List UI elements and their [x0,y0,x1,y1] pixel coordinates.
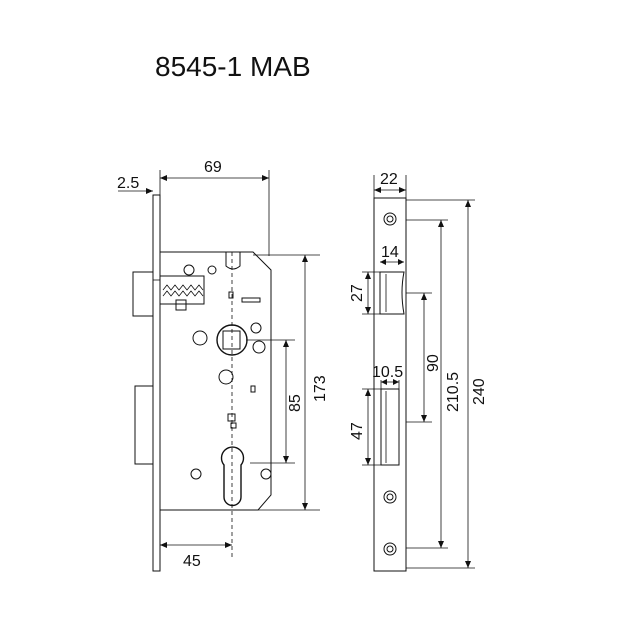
dim-backset-plate: 2.5 [117,175,153,194]
top-notch [225,252,241,270]
dim-center-distance: 85 [246,339,304,464]
faceplate-front-view [373,197,407,572]
spindle-square [222,330,241,350]
svg-text:45: 45 [183,553,201,570]
faceplate-strip [152,194,161,572]
screw-hole-bottom [383,542,397,556]
screw-hole-lower [383,490,397,504]
svg-text:10.5: 10.5 [372,364,403,381]
svg-text:240: 240 [471,378,488,405]
latch-face [379,271,405,315]
svg-text:173: 173 [312,375,329,402]
svg-text:22: 22 [380,171,398,188]
latch-bolt [132,271,154,317]
dim-deadbolt-height: 47 [349,388,381,466]
svg-text:210.5: 210.5 [445,372,462,412]
dim-faceplate-length: 240 [465,200,488,568]
latch-mechanism [159,275,205,305]
svg-text:85: 85 [287,394,304,412]
dim-latch-width: 14 [380,244,404,265]
svg-text:2.5: 2.5 [117,175,139,192]
dim-latch-height: 27 [349,271,380,315]
dead-bolt [134,385,154,465]
svg-text:69: 69 [204,159,222,176]
screw-hole-top [383,212,397,226]
svg-text:47: 47 [349,422,366,440]
deadbolt-face [380,388,400,466]
dim-backset: 45 [160,542,232,570]
svg-text:27: 27 [349,284,366,302]
dim-deadbolt-width: 10.5 [372,364,403,389]
cylinder-hole [220,446,245,507]
svg-text:14: 14 [381,244,399,261]
faceplate-outline [373,197,407,572]
drawing-title: 8545-1 MAB [155,51,311,82]
dim-screw-spacing-inner: 90 [421,293,442,422]
case-outline [159,251,272,511]
dim-case-height: 173 [253,254,329,511]
lock-body-side-view [132,170,272,572]
dim-case-width: 69 [160,159,269,181]
dim-faceplate-width: 22 [373,171,407,198]
svg-text:90: 90 [425,354,442,372]
dim-screw-spacing-outer: 210.5 [438,220,462,548]
